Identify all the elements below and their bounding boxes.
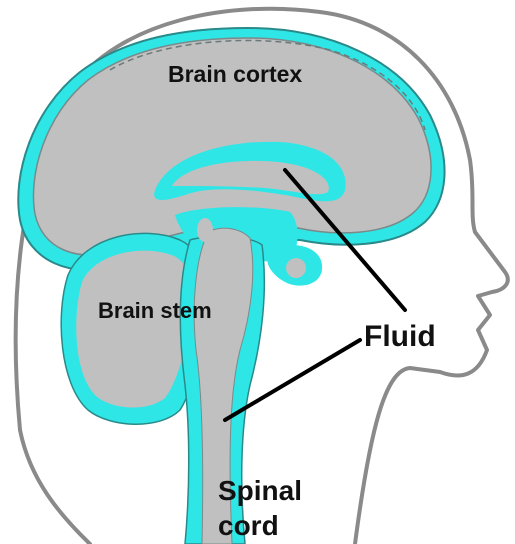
label-brain-stem: Brain stem <box>98 298 212 323</box>
label-cord: cord <box>218 510 279 541</box>
label-spinal: Spinal <box>218 475 302 506</box>
label-fluid: Fluid <box>364 320 436 353</box>
neck-back-outline <box>20 430 90 544</box>
label-brain-cortex: Brain cortex <box>168 61 302 87</box>
midbrain-blob <box>197 218 213 242</box>
pituitary <box>286 258 306 278</box>
